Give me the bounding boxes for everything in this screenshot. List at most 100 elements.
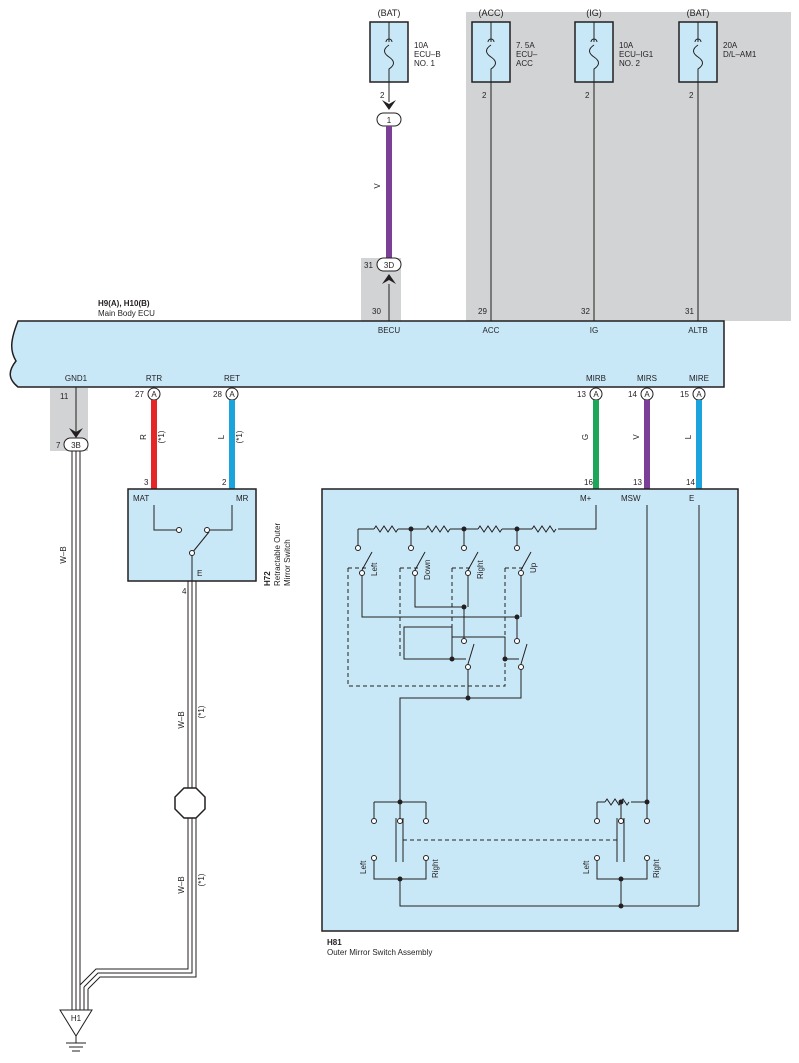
- svg-text:G: G: [581, 434, 590, 440]
- svg-text:10A: 10A: [414, 41, 429, 50]
- svg-text:MAT: MAT: [133, 494, 149, 503]
- svg-text:A: A: [644, 390, 650, 399]
- svg-text:Right: Right: [431, 859, 440, 878]
- svg-text:R: R: [139, 434, 148, 440]
- svg-text:30: 30: [372, 307, 381, 316]
- svg-text:27: 27: [135, 390, 144, 399]
- svg-text:Retractable Outer: Retractable Outer: [273, 523, 282, 586]
- svg-text:MIRE: MIRE: [689, 374, 709, 383]
- svg-text:H9(A), H10(B): H9(A), H10(B): [98, 299, 150, 308]
- svg-text:V: V: [373, 183, 382, 189]
- svg-text:H81: H81: [327, 938, 342, 947]
- svg-text:(ACC): (ACC): [479, 8, 504, 18]
- svg-text:MIRB: MIRB: [586, 374, 606, 383]
- svg-text:Left: Left: [582, 860, 591, 874]
- svg-text:MIRS: MIRS: [637, 374, 657, 383]
- svg-text:Left: Left: [359, 860, 368, 874]
- svg-text:D/L–AM1: D/L–AM1: [723, 50, 757, 59]
- svg-text:14: 14: [686, 478, 695, 487]
- ground-wiring: 3B 7 W–B H1 W–B (*1) W–B (*1): [56, 428, 206, 1052]
- svg-text:11: 11: [60, 392, 69, 401]
- svg-text:GND1: GND1: [65, 374, 88, 383]
- svg-text:MR: MR: [236, 494, 249, 503]
- svg-text:(*1): (*1): [197, 705, 206, 718]
- svg-text:(BAT): (BAT): [687, 8, 710, 18]
- svg-text:3B: 3B: [71, 441, 81, 450]
- svg-text:BECU: BECU: [378, 326, 400, 335]
- svg-text:L: L: [217, 434, 226, 439]
- svg-text:Up: Up: [529, 562, 538, 573]
- svg-text:W–B: W–B: [177, 876, 186, 893]
- junction-1-label: 1: [387, 116, 392, 125]
- top-wiring: 1 V 3D 31: [364, 82, 699, 321]
- h81-outer-mirror-switch-assembly: H81 Outer Mirror Switch Assembly 16 13 1…: [321, 478, 739, 957]
- svg-text:ECU–IG1: ECU–IG1: [619, 50, 654, 59]
- svg-text:Left: Left: [370, 562, 379, 576]
- svg-text:4: 4: [182, 587, 187, 596]
- svg-text:(*1): (*1): [235, 430, 244, 443]
- svg-text:ACC: ACC: [483, 326, 500, 335]
- svg-text:Right: Right: [476, 560, 485, 579]
- svg-text:Main Body ECU: Main Body ECU: [98, 309, 155, 318]
- ecu-bottom-pins: 11 A 27 A 28 A 13 A 14 A 15: [60, 387, 706, 436]
- svg-text:7: 7: [56, 441, 61, 450]
- svg-text:2: 2: [585, 91, 590, 100]
- svg-text:28: 28: [213, 390, 222, 399]
- svg-text:(IG): (IG): [586, 8, 602, 18]
- svg-text:3: 3: [144, 478, 149, 487]
- svg-text:ACC: ACC: [516, 59, 533, 68]
- colored-wires: R (*1) L (*1) G V L: [139, 400, 702, 489]
- svg-text:29: 29: [478, 307, 487, 316]
- fuse-dl-am1: (BAT) 20A D/L–AM1 2: [678, 8, 757, 100]
- svg-text:NO. 2: NO. 2: [619, 59, 640, 68]
- svg-text:32: 32: [581, 307, 590, 316]
- svg-text:ALTB: ALTB: [688, 326, 707, 335]
- shade-fuse-area: [466, 12, 791, 321]
- svg-text:A: A: [696, 390, 702, 399]
- svg-text:16: 16: [584, 478, 593, 487]
- main-body-ecu: H9(A), H10(B) Main Body ECU 30 BECU 29 A…: [9, 299, 725, 388]
- svg-text:20A: 20A: [723, 41, 738, 50]
- svg-text:Right: Right: [652, 859, 661, 878]
- svg-text:ECU–: ECU–: [516, 50, 538, 59]
- svg-text:RTR: RTR: [146, 374, 163, 383]
- svg-text:W–B: W–B: [177, 711, 186, 728]
- svg-text:31: 31: [364, 261, 373, 270]
- svg-text:2: 2: [689, 91, 694, 100]
- svg-text:E: E: [689, 494, 694, 503]
- svg-text:10A: 10A: [619, 41, 634, 50]
- svg-text:15: 15: [680, 390, 689, 399]
- fuse-source: (BAT): [378, 8, 401, 18]
- svg-text:3D: 3D: [384, 261, 394, 270]
- svg-text:Mirror Switch: Mirror Switch: [283, 539, 292, 586]
- svg-text:H1: H1: [71, 1014, 82, 1023]
- svg-text:2: 2: [380, 91, 385, 100]
- svg-text:M+: M+: [580, 494, 592, 503]
- svg-text:H72: H72: [263, 571, 272, 586]
- svg-text:MSW: MSW: [621, 494, 641, 503]
- svg-text:(*1): (*1): [197, 873, 206, 886]
- svg-text:RET: RET: [224, 374, 240, 383]
- svg-text:7. 5A: 7. 5A: [516, 41, 535, 50]
- svg-text:A: A: [151, 390, 157, 399]
- svg-text:13: 13: [577, 390, 586, 399]
- svg-text:(*1): (*1): [157, 430, 166, 443]
- svg-text:31: 31: [685, 307, 694, 316]
- fuse-ecu-acc: (ACC) 7. 5A ECU– ACC 2: [471, 8, 538, 100]
- svg-text:IG: IG: [590, 326, 598, 335]
- fuse-ecu-b: (BAT) 10A ECU–B NO. 1 2: [369, 8, 441, 100]
- svg-text:NO. 1: NO. 1: [414, 59, 435, 68]
- fuse-ecu-ig1: (IG) 10A ECU–IG1 NO. 2 2: [574, 8, 654, 100]
- svg-text:13: 13: [633, 478, 642, 487]
- h72-retractable-mirror-switch: 3 2 MAT MR E 4 H72 Retractable Outer Mir…: [127, 478, 292, 596]
- svg-text:2: 2: [222, 478, 227, 487]
- svg-text:2: 2: [482, 91, 487, 100]
- svg-text:E: E: [197, 569, 202, 578]
- svg-text:W–B: W–B: [59, 546, 68, 563]
- svg-text:Down: Down: [423, 560, 432, 580]
- svg-text:A: A: [229, 390, 235, 399]
- svg-text:Outer Mirror Switch Assembly: Outer Mirror Switch Assembly: [327, 948, 432, 957]
- svg-text:ECU–B: ECU–B: [414, 50, 441, 59]
- svg-text:L: L: [684, 434, 693, 439]
